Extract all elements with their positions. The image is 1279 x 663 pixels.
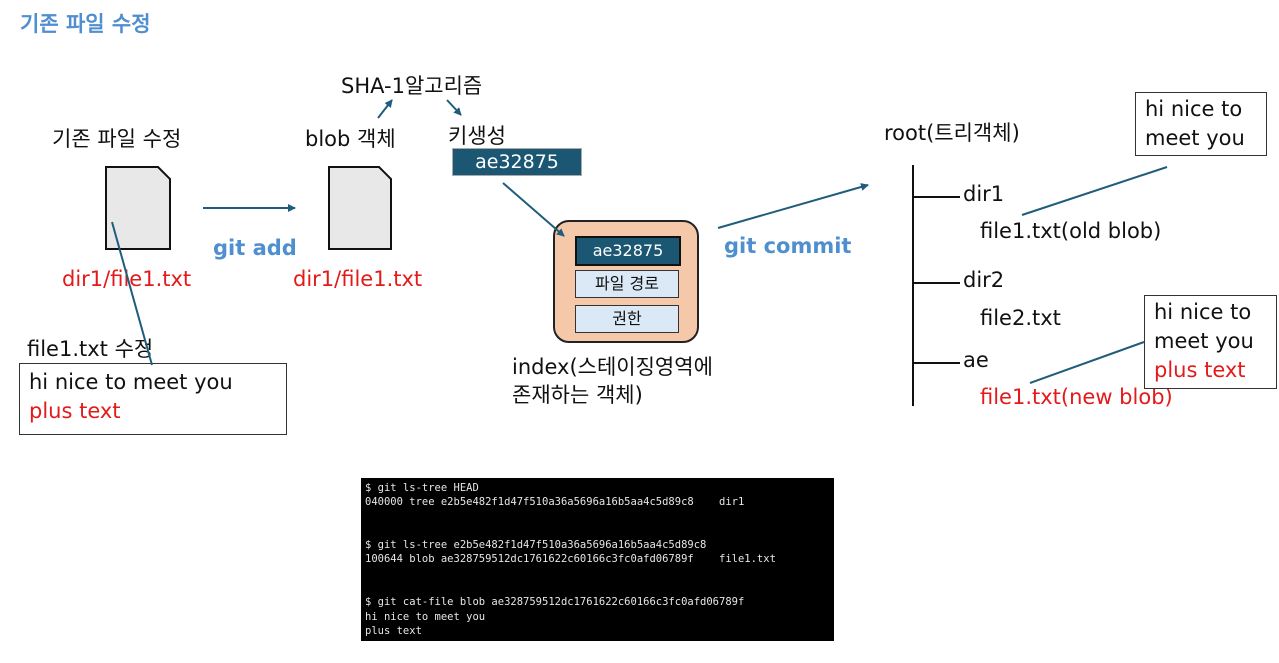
index-caption-line-2: 존재하는 객체) — [512, 383, 643, 407]
blob-path: dir1/file1.txt — [293, 267, 423, 291]
keygen-label: 키생성 — [448, 124, 506, 148]
index-permission-cell: 권한 — [575, 305, 679, 333]
new-note-line-3: plus text — [1154, 358, 1246, 382]
arrow-git-commit — [717, 183, 869, 229]
terminal-line: $ git ls-tree e2b5e482f1d47f510a36a5696a… — [365, 539, 707, 552]
tree-ae: ae — [963, 348, 989, 372]
tree-root: root(트리객체) — [884, 121, 1020, 145]
tree-lines — [912, 165, 960, 406]
index-path-cell: 파일 경로 — [575, 270, 679, 298]
arrow-key-to-index — [502, 182, 565, 237]
terminal-line: $ git cat-file blob ae328759512dc1761622… — [365, 596, 745, 609]
new-blob-note: hi nice to meet you plus text — [1144, 295, 1277, 389]
index-caption-line-1: index(스테이징영역에 — [512, 355, 713, 379]
blob-file-icon — [328, 166, 392, 250]
terminal-output: $ git ls-tree HEAD 040000 tree e2b5e482f… — [361, 478, 834, 641]
new-note-callout-line — [1029, 341, 1145, 384]
tree-ae-file: file1.txt(new blob) — [980, 385, 1173, 409]
terminal-line: hi nice to meet you — [365, 610, 486, 623]
page-title: 기존 파일 수정 — [20, 12, 151, 36]
terminal-line: 040000 tree e2b5e482f1d47f510a36a5696a16… — [365, 496, 745, 509]
blob-heading: blob 객체 — [305, 127, 396, 151]
edit-callout-line — [111, 221, 153, 366]
tree-dir1-file: file1.txt(old blob) — [980, 219, 1162, 243]
generated-key: ae32875 — [452, 148, 582, 176]
edit-content-box: hi nice to meet you plus text — [19, 363, 287, 435]
index-box: ae32875 파일 경로 권한 — [553, 220, 699, 343]
terminal-line: 100644 blob ae328759512dc1761622c60166c3… — [365, 553, 776, 566]
edit-label: file1.txt 수정 — [27, 337, 154, 361]
index-key-cell: ae32875 — [575, 236, 681, 266]
new-note-line-2: meet you — [1154, 329, 1254, 353]
source-heading: 기존 파일 수정 — [52, 127, 182, 151]
terminal-line: $ git ls-tree HEAD — [365, 482, 479, 494]
arrow-to-sha — [377, 99, 393, 119]
edit-line-2: plus text — [29, 399, 121, 423]
old-note-line-1: hi nice to — [1145, 97, 1243, 121]
new-note-line-1: hi nice to — [1154, 300, 1252, 324]
edit-line-1: hi nice to meet you — [29, 370, 233, 394]
terminal-line: plus text — [365, 624, 422, 637]
old-note-callout-line — [1021, 166, 1168, 216]
git-add-label: git add — [213, 236, 297, 260]
tree-dir2: dir2 — [963, 268, 1005, 292]
old-blob-note: hi nice to meet you — [1135, 92, 1267, 156]
old-note-line-2: meet you — [1145, 126, 1245, 150]
git-commit-label: git commit — [724, 234, 852, 258]
tree-dir1: dir1 — [963, 182, 1005, 206]
source-file-icon — [105, 166, 171, 250]
sha-algorithm-label: SHA-1알고리즘 — [341, 74, 483, 98]
index-caption: index(스테이징영역에 존재하는 객체) — [512, 353, 713, 409]
arrow-sha-to-keygen — [446, 99, 462, 116]
tree-dir2-file: file2.txt — [980, 306, 1061, 330]
